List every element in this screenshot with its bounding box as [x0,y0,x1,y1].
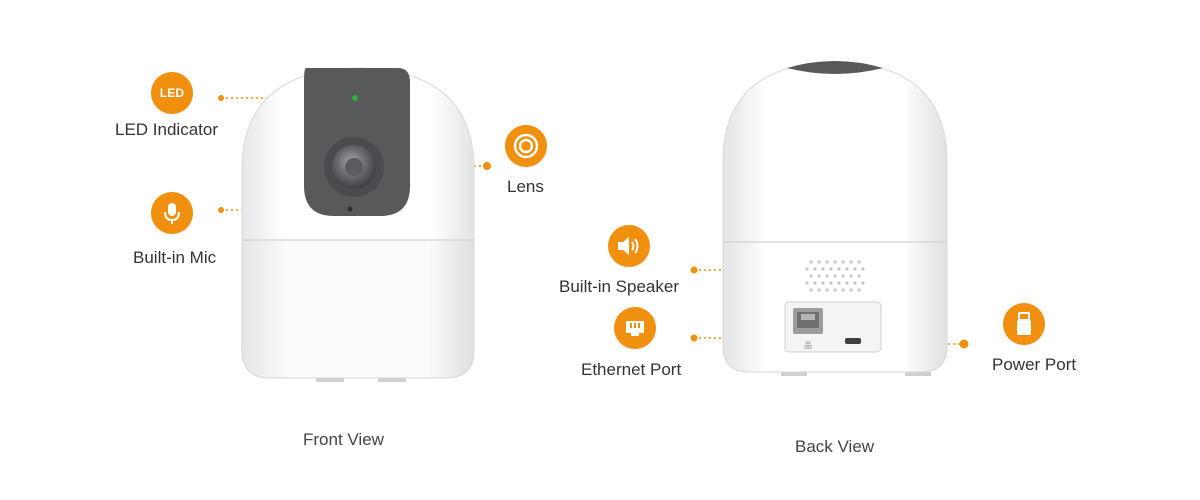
speaker-icon [618,237,639,255]
led-indicator-label: LED Indicator [115,120,218,139]
power-port-label: Power Port [992,355,1077,374]
back-camera: 品 [722,61,948,376]
lens-label: Lens [507,177,544,196]
ethernet-port-icon [626,321,644,336]
front-view-label: Front View [303,430,384,449]
built-in-mic-label: Built-in Mic [133,248,217,267]
lens-icon [513,133,539,159]
lens-badge [505,125,547,167]
ethernet-port-label: Ethernet Port [581,360,682,379]
back-view-label: Back View [795,437,875,456]
power-badge [1003,303,1045,345]
mic-hole [347,206,353,212]
svg-text:品: 品 [804,341,812,350]
usb-power-icon [1017,312,1031,335]
microphone-icon [164,203,180,224]
speaker-badge [608,225,650,267]
front-camera [241,67,475,382]
built-in-speaker-label: Built-in Speaker [559,277,680,296]
ethernet-badge [614,307,656,349]
led-badge: LED [151,72,193,114]
led-icon: LED [159,86,185,100]
led-indicator [352,95,358,101]
mic-badge [151,192,193,234]
speaker-grille [805,260,865,292]
usb-socket [845,338,861,344]
